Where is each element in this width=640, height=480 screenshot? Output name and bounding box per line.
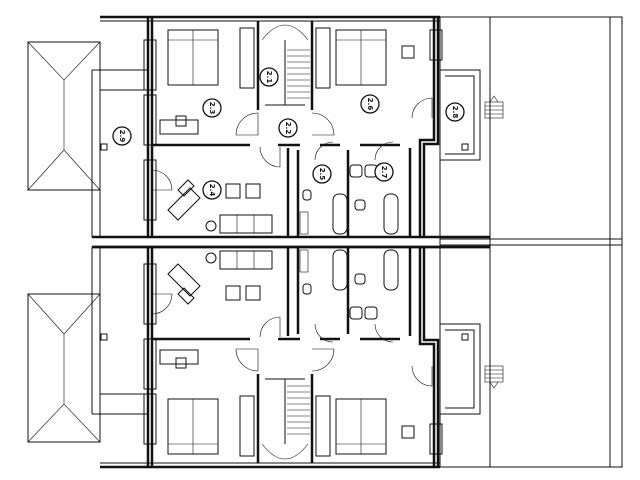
room-label-bedroom-right: 2.6	[360, 94, 380, 114]
svg-text:2.2: 2.2	[284, 122, 292, 135]
svg-text:2.9: 2.9	[118, 130, 126, 143]
room-label-balcony-right: 2.8	[445, 102, 465, 122]
left-balcony	[91, 69, 148, 237]
plan-upper-half	[27, 15, 623, 246]
room-label-balcony-left: 2.9	[112, 126, 132, 146]
svg-text:2.3: 2.3	[208, 102, 216, 115]
svg-text:2.5: 2.5	[318, 168, 326, 181]
room-label-bedroom-left: 2.3	[202, 98, 222, 118]
svg-text:2.8: 2.8	[451, 106, 459, 119]
room-label-stairs: 2.1	[259, 67, 279, 87]
room-label-bath-left: 2.5	[312, 164, 332, 184]
right-terrace	[439, 16, 623, 246]
room-label-living: 2.4	[202, 180, 222, 200]
furniture	[159, 27, 415, 235]
interior-walls	[151, 21, 433, 237]
room-label-bath-right: 2.7	[374, 162, 394, 182]
exterior-walls	[100, 15, 443, 237]
room-label-hall: 2.2	[278, 118, 298, 138]
svg-text:2.1: 2.1	[265, 71, 273, 84]
left-roof	[27, 41, 101, 191]
svg-text:2.4: 2.4	[208, 184, 216, 197]
svg-text:2.6: 2.6	[366, 98, 374, 111]
svg-text:2.7: 2.7	[380, 166, 388, 179]
